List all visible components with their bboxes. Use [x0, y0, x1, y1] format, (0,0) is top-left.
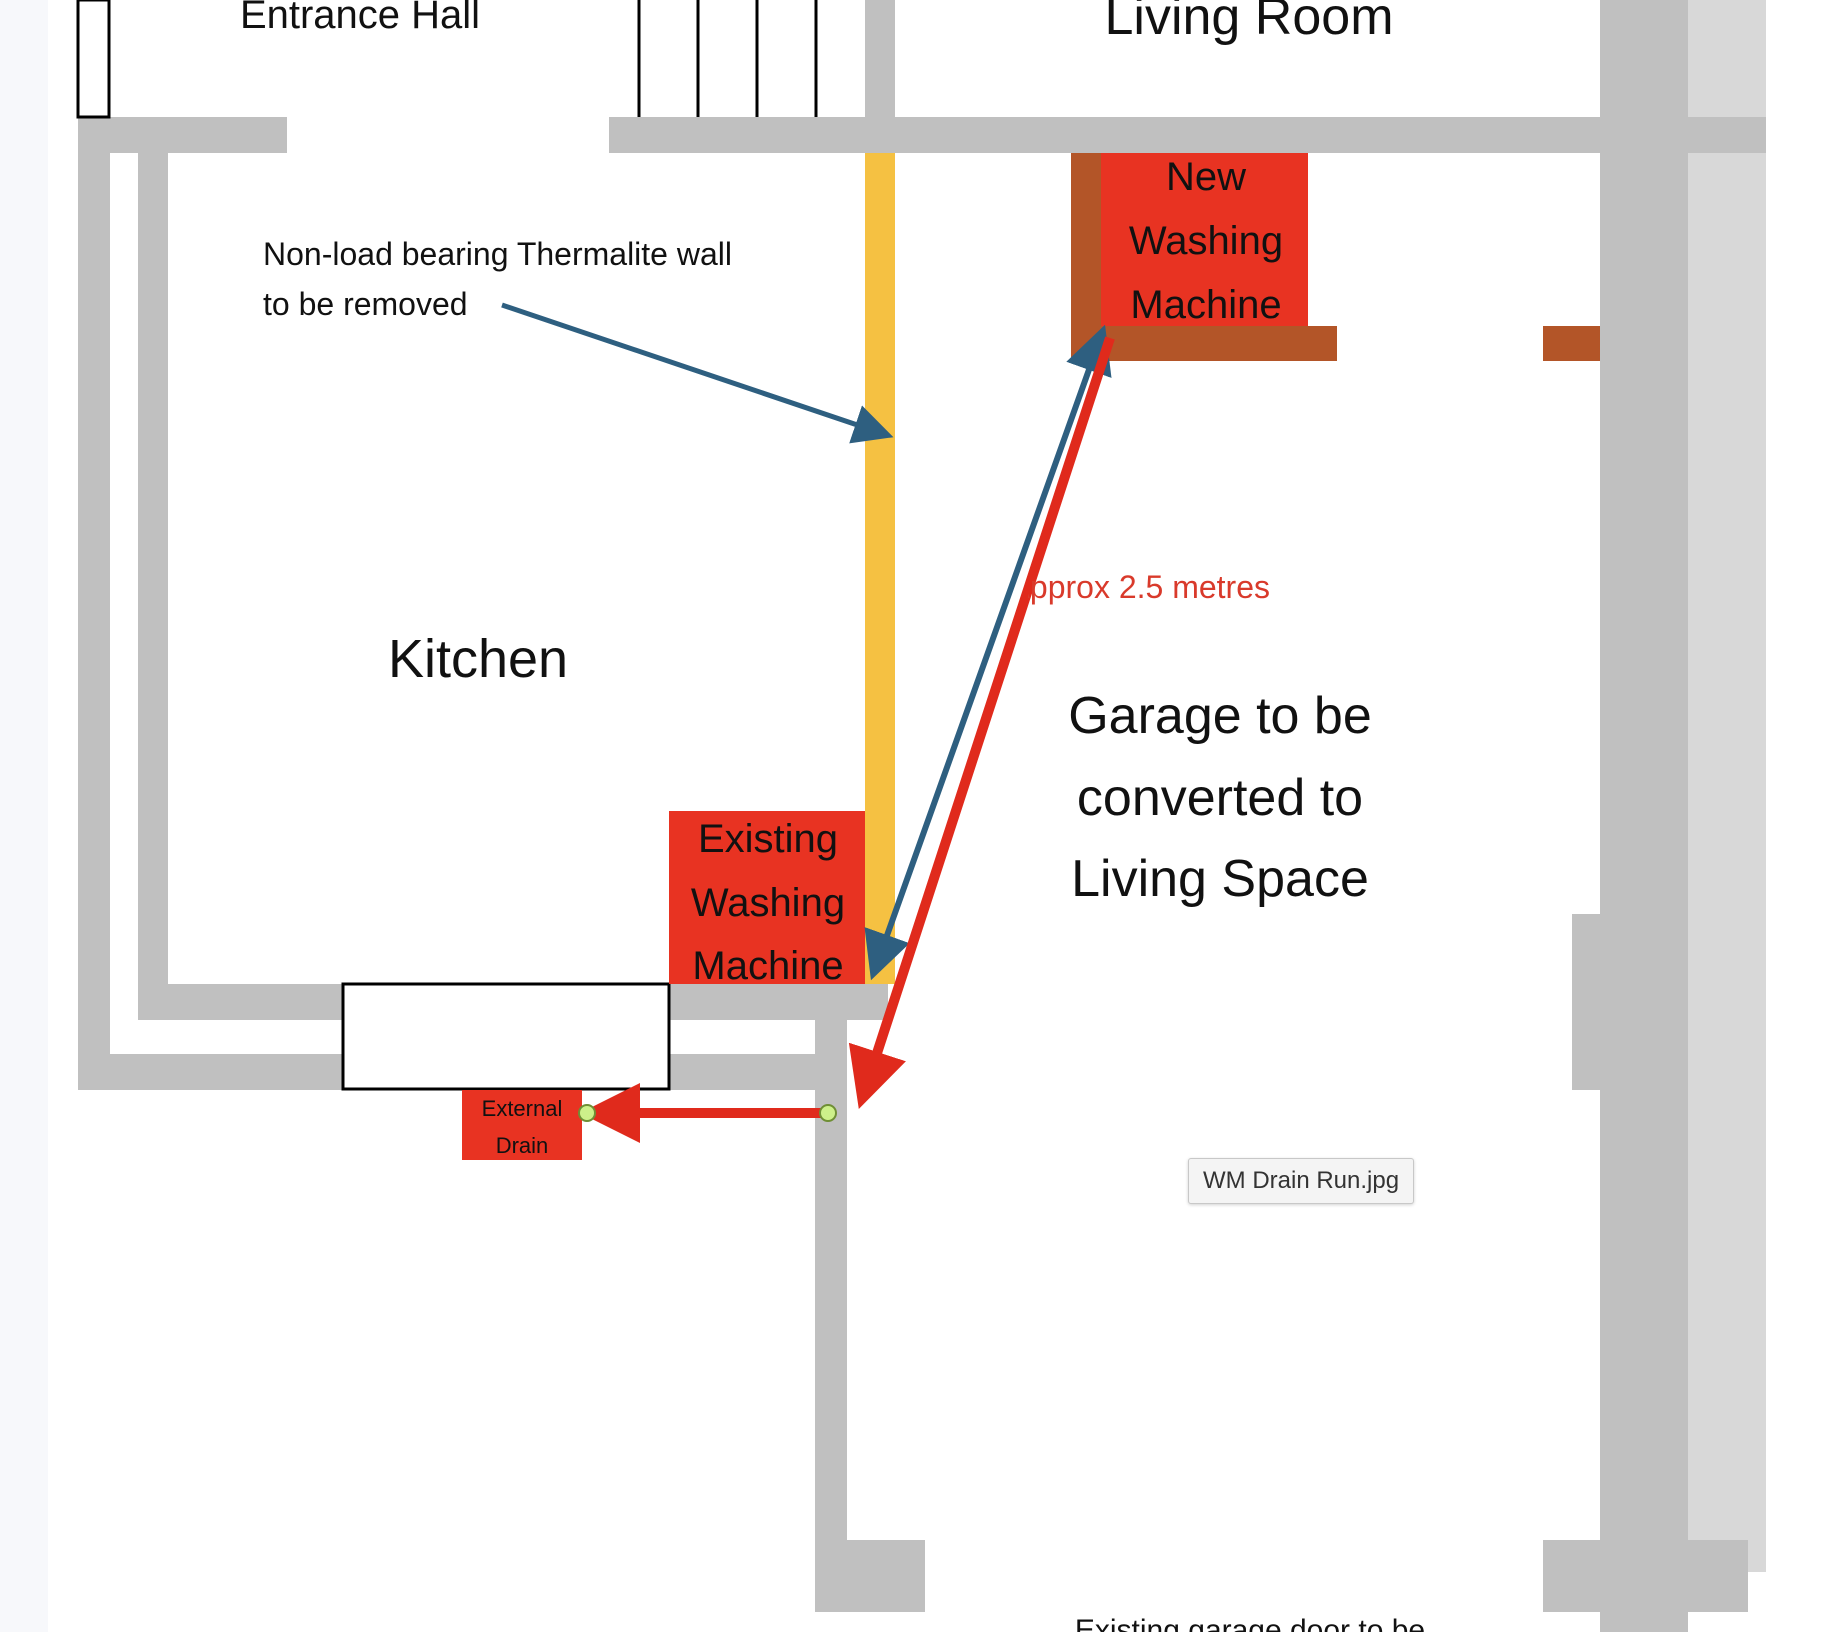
wall-top-left	[78, 117, 287, 153]
brick-wall-stub	[1071, 326, 1337, 361]
exterior-wall-right	[1600, 0, 1688, 1632]
arrow-startpoint-handle[interactable]	[819, 1104, 837, 1122]
wall-garage-door-left-pier	[815, 1540, 925, 1612]
label-existing-wm-line-2: Washing	[691, 881, 845, 925]
arrow-endpoint-handle[interactable]	[578, 1104, 596, 1122]
brick-wall-stub-right	[1543, 326, 1600, 361]
distance-label: Approx 2.5 metres	[1009, 569, 1270, 605]
new-washing-machine	[1101, 153, 1308, 326]
distance-label-clip: Approx 2.5 metres	[1009, 569, 1270, 605]
label-garage-line-1: Garage to be	[1068, 687, 1372, 745]
wall-right-nib	[1572, 914, 1600, 1090]
thermalite-wall	[865, 153, 895, 984]
label-new-wm-line-1: New	[1166, 155, 1246, 199]
wall-left-outer	[78, 117, 110, 1090]
kitchen-window	[341, 982, 671, 1091]
stairs	[637, 0, 818, 117]
wall-left-inner	[138, 153, 168, 1020]
page-margin	[0, 0, 48, 1632]
wall-note-arrow	[501, 302, 894, 444]
label-entrance-hall: Entrance Hall	[240, 0, 480, 37]
wall-living-divider	[865, 0, 895, 153]
label-garage-line-3: Living Space	[1071, 850, 1369, 908]
door-frame	[76, 0, 111, 119]
wall-note-line-1: Non-load bearing Thermalite wall	[263, 236, 732, 272]
filename-tooltip: WM Drain Run.jpg	[1188, 1158, 1415, 1204]
exterior-wall-right-outer	[1688, 0, 1766, 1572]
label-existing-wm-line-3: Machine	[692, 944, 843, 988]
label-existing-wm-line-1: Existing	[698, 817, 838, 861]
label-new-wm-line-2: Washing	[1129, 219, 1283, 263]
external-drain	[462, 1090, 582, 1160]
label-garage-line-2: converted to	[1077, 769, 1363, 827]
wall-note-line-2: to be removed	[263, 286, 468, 322]
wall-garage-door-right-pier	[1543, 1540, 1748, 1612]
garage-door-note: Existing garage door to be	[1075, 1614, 1425, 1632]
wall-top-right	[609, 117, 1766, 153]
distance-dimension-arrow	[864, 324, 1112, 981]
label-external-drain-line-2: Drain	[496, 1133, 549, 1158]
label-new-wm-line-3: Machine	[1130, 283, 1281, 327]
label-external-drain-line-1: External	[482, 1096, 563, 1121]
label-living-room: Living Room	[1104, 0, 1393, 46]
label-kitchen: Kitchen	[388, 629, 568, 689]
existing-washing-machine	[669, 811, 865, 984]
drain-run-arrow-diagonal	[848, 336, 1115, 1110]
